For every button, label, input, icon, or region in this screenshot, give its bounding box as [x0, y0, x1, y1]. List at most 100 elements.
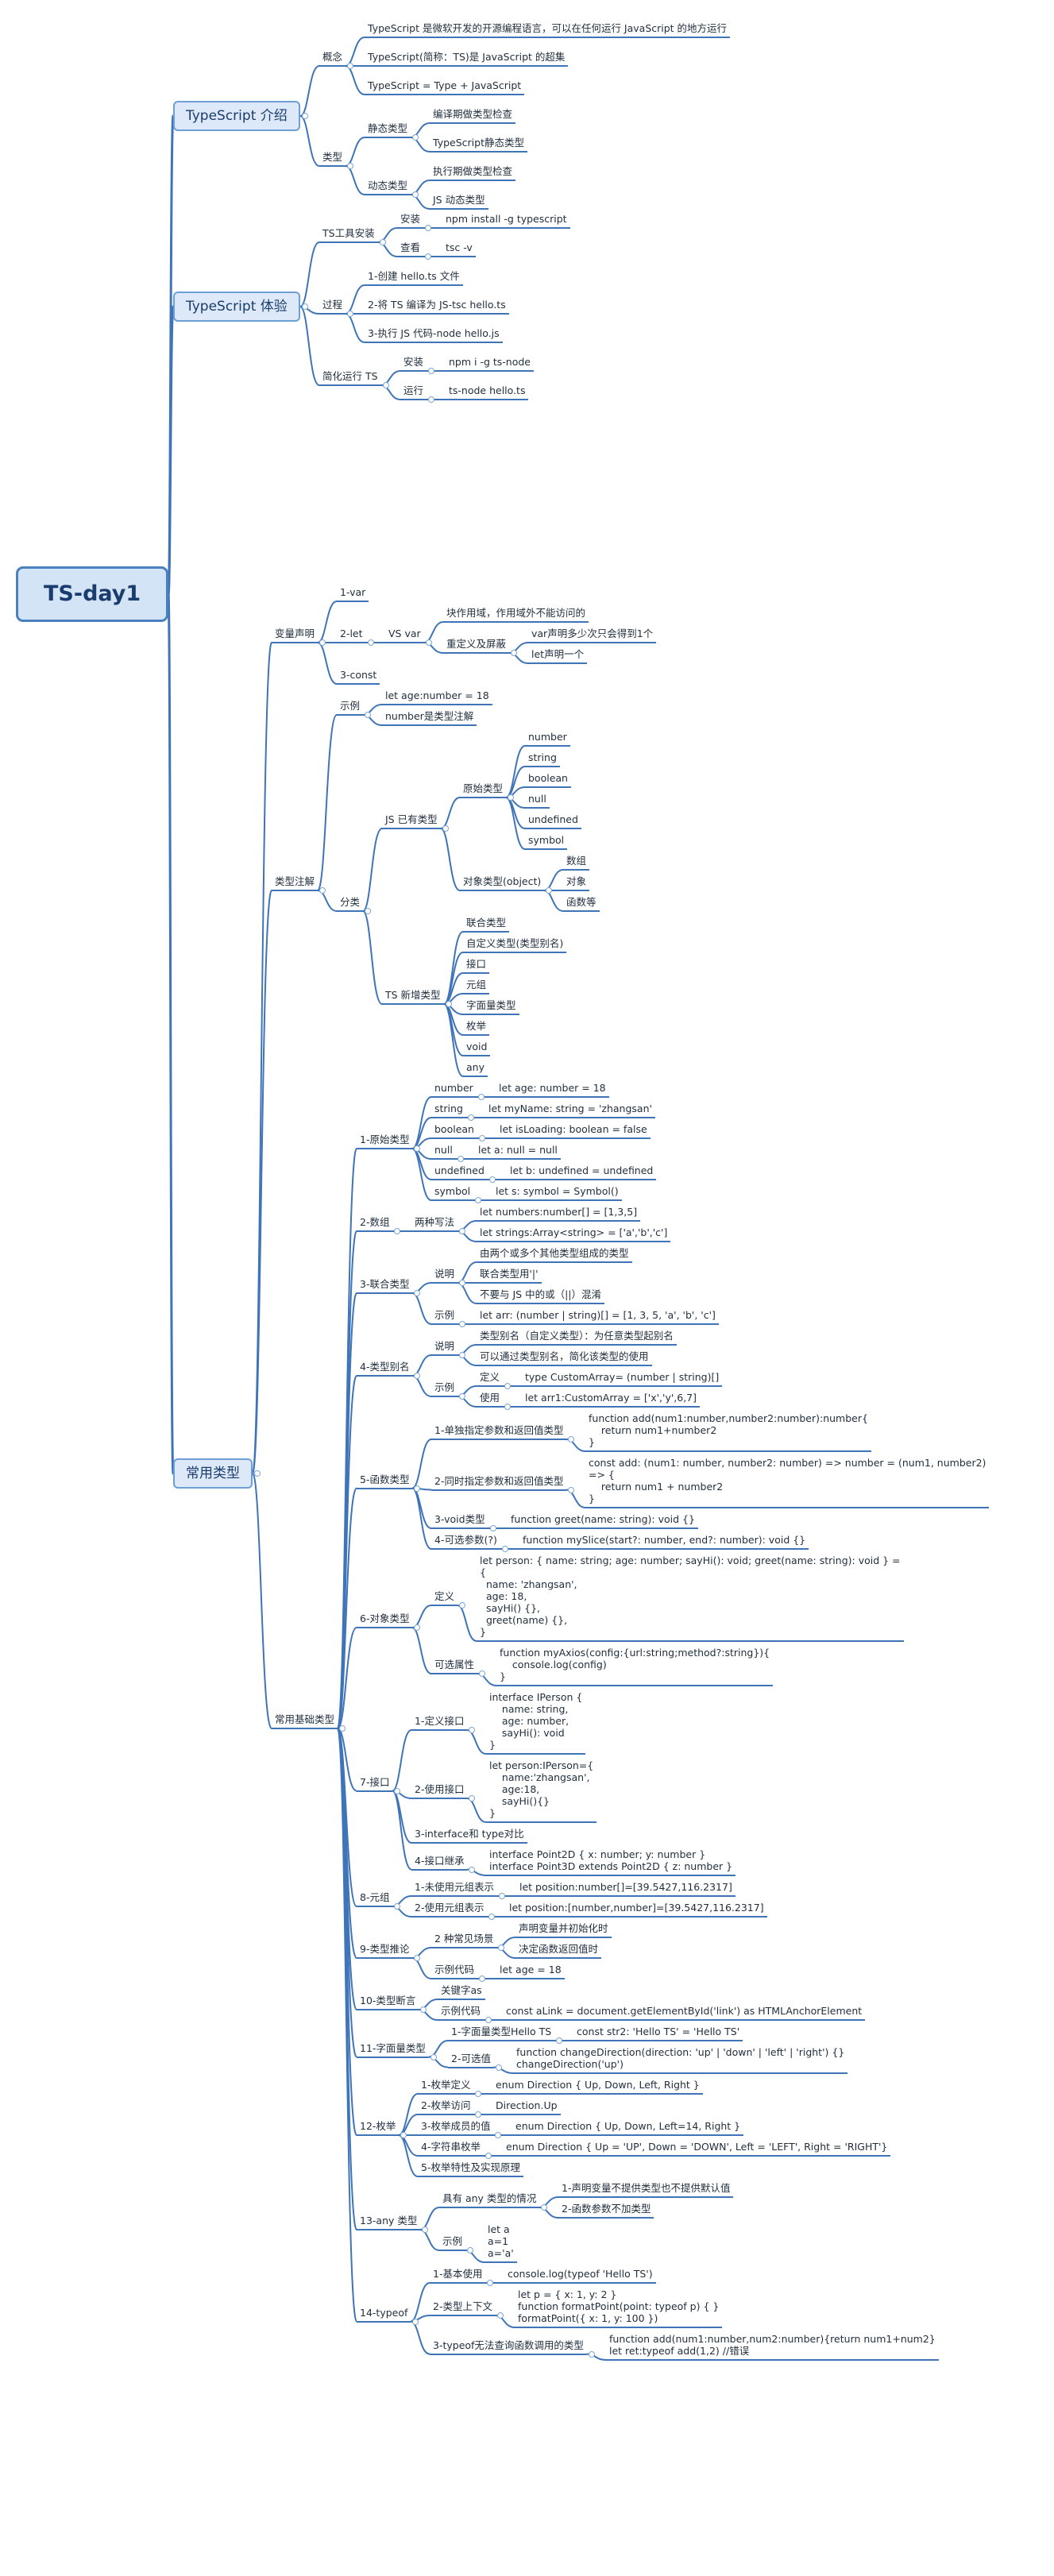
topic-1-单独指定参数和返回值类型[interactable]: 1-单独指定参数和返回值类型 [431, 1424, 567, 1440]
topic-3-联合类型[interactable]: 3-联合类型 [357, 1278, 413, 1294]
topic-let-arr1-customarray-x-y-6-7[interactable]: let arr1:CustomArray = ['x','y',6,7] [522, 1392, 701, 1408]
topic-类型别名-自定义类型-为任意类型起别名[interactable]: 类型别名（自定义类型）：为任意类型起别名 [477, 1330, 677, 1346]
collapse-toggle-icon[interactable] [568, 1436, 574, 1442]
topic-function-add-num1-number-number2-number-[interactable]: function add(num1:number,number2:number)… [585, 1412, 871, 1452]
topic-声明变量并初始化时[interactable]: 声明变量并初始化时 [515, 1922, 612, 1938]
topic-let-myname-string-zhangsan[interactable]: let myName: string = 'zhangsan' [485, 1103, 655, 1118]
collapse-toggle-icon[interactable] [498, 1945, 504, 1951]
topic-enum-direction-up-up-down-down-left-left[interactable]: enum Direction { Up = 'UP', Down = 'DOWN… [503, 2141, 891, 2157]
collapse-toggle-icon[interactable] [504, 1383, 511, 1389]
topic-let-age-number-18[interactable]: let age: number = 18 [496, 1082, 609, 1098]
topic-interface-iperson-name-string-age-number[interactable]: interface IPerson { name: string, age: n… [486, 1691, 586, 1755]
topic-function-changedirection-direction-up-do[interactable]: function changeDirection(direction: 'up'… [513, 2046, 848, 2074]
topic-undefined[interactable]: undefined [525, 813, 581, 829]
topic-let-a-a-1-a-a[interactable]: let a a=1 a='a' [485, 2223, 517, 2263]
topic-3-枚举成员的值[interactable]: 3-枚举成员的值 [418, 2120, 494, 2136]
topic-编译期做类型检查[interactable]: 编译期做类型检查 [430, 108, 516, 124]
topic-let-age-number-18[interactable]: let age:number = 18 [382, 689, 492, 705]
topic-1-字面量类型hello-ts[interactable]: 1-字面量类型Hello TS [448, 2026, 555, 2041]
collapse-toggle-icon[interactable] [414, 1145, 420, 1152]
collapse-toggle-icon[interactable] [365, 908, 371, 914]
topic-2-将-ts-编译为-js-tsc-hello-ts[interactable]: 2-将 TS 编译为 JS-tsc hello.ts [365, 299, 509, 315]
topic-let-isloading-boolean-false[interactable]: let isLoading: boolean = false [496, 1123, 651, 1139]
collapse-toggle-icon[interactable] [394, 1903, 400, 1910]
topic-4-类型别名[interactable]: 4-类型别名 [357, 1361, 413, 1377]
collapse-toggle-icon[interactable] [496, 2064, 502, 2071]
collapse-toggle-icon[interactable] [428, 368, 434, 374]
topic-7-接口[interactable]: 7-接口 [357, 1776, 393, 1792]
topic-1-未使用元组表示[interactable]: 1-未使用元组表示 [411, 1881, 497, 1897]
topic-11-字面量类型[interactable]: 11-字面量类型 [357, 2042, 429, 2058]
topic-string[interactable]: string [431, 1103, 466, 1118]
topic-静态类型[interactable]: 静态类型 [365, 122, 411, 138]
topic-示例代码[interactable]: 示例代码 [438, 2005, 485, 2021]
collapse-toggle-icon[interactable] [479, 1670, 485, 1677]
collapse-toggle-icon[interactable] [394, 1787, 400, 1794]
topic-enum-direction-up-down-left-right[interactable]: enum Direction { Up, Down, Left, Right } [492, 2079, 703, 2095]
topic-4-接口继承[interactable]: 4-接口继承 [411, 1855, 468, 1871]
collapse-toggle-icon[interactable] [428, 396, 434, 403]
collapse-toggle-icon[interactable] [485, 2017, 492, 2023]
topic-string[interactable]: string [525, 751, 560, 767]
topic-let-numbers-number-1-3-5[interactable]: let numbers:number[] = [1,3,5] [477, 1206, 641, 1222]
collapse-toggle-icon[interactable] [339, 1725, 346, 1732]
topic-2-let[interactable]: 2-let [337, 628, 366, 643]
topic-动态类型[interactable]: 动态类型 [365, 180, 411, 195]
collapse-toggle-icon[interactable] [502, 1546, 508, 1552]
topic-console-log-typeof-hello-ts[interactable]: console.log(typeof 'Hello TS') [504, 2268, 656, 2284]
topic-8-元组[interactable]: 8-元组 [357, 1891, 393, 1907]
topic-npm-install-g-typescript[interactable]: npm install -g typescript [442, 213, 570, 229]
topic-ts工具安装[interactable]: TS工具安装 [319, 227, 378, 243]
topic-const-add-num1-number-number2-number-num[interactable]: const add: (num1: number, number2: numbe… [585, 1457, 990, 1508]
topic-说明[interactable]: 说明 [431, 1340, 458, 1356]
topic-对象类型-object[interactable]: 对象类型(object) [460, 875, 545, 891]
collapse-toggle-icon[interactable] [478, 1094, 485, 1100]
collapse-toggle-icon[interactable] [426, 639, 432, 646]
collapse-toggle-icon[interactable] [475, 1197, 481, 1203]
topic-let-s-symbol-symbol[interactable]: let s: symbol = Symbol() [492, 1185, 622, 1201]
topic-类型[interactable]: 类型 [319, 151, 346, 167]
topic-undefined[interactable]: undefined [431, 1164, 488, 1180]
topic-let-strings-array-string-a-b-c[interactable]: let strings:Array<string> = ['a','b','c'… [477, 1226, 671, 1242]
topic-1-原始类型[interactable]: 1-原始类型 [357, 1134, 413, 1149]
topic-枚举[interactable]: 枚举 [463, 1020, 490, 1036]
topic-由两个或多个其他类型组成的类型[interactable]: 由两个或多个其他类型组成的类型 [477, 1247, 632, 1263]
topic-函数等[interactable]: 函数等 [563, 896, 600, 912]
topic-安装[interactable]: 安装 [397, 213, 424, 229]
topic-let-b-undefined-undefined[interactable]: let b: undefined = undefined [507, 1164, 657, 1180]
collapse-toggle-icon[interactable] [425, 253, 431, 260]
collapse-toggle-icon[interactable] [479, 1135, 485, 1141]
topic-示例[interactable]: 示例 [431, 1381, 458, 1397]
collapse-toggle-icon[interactable] [414, 1624, 420, 1631]
collapse-toggle-icon[interactable] [347, 311, 353, 317]
topic-2-使用元组表示[interactable]: 2-使用元组表示 [411, 1902, 488, 1918]
topic-具有-any-类型的情况[interactable]: 具有 any 类型的情况 [439, 2192, 540, 2208]
collapse-toggle-icon[interactable] [302, 303, 308, 310]
topic-let-position-number-39-5427-116-2317[interactable]: let position:number[]=[39.5427,116.2317] [516, 1881, 735, 1897]
topic-接口[interactable]: 接口 [463, 958, 490, 974]
topic-过程[interactable]: 过程 [319, 299, 346, 315]
main-topic-常用类型[interactable]: 常用类型 [173, 1458, 253, 1489]
collapse-toggle-icon[interactable] [319, 639, 326, 646]
topic-ts-新增类型[interactable]: TS 新增类型 [382, 989, 444, 1005]
topic-const-alink-document-getelementbyid-link[interactable]: const aLink = document.getElementById('l… [503, 2005, 866, 2021]
collapse-toggle-icon[interactable] [422, 2226, 428, 2233]
collapse-toggle-icon[interactable] [468, 1114, 474, 1121]
collapse-toggle-icon[interactable] [459, 1321, 465, 1327]
topic-变量声明[interactable]: 变量声明 [272, 628, 319, 643]
collapse-toggle-icon[interactable] [412, 134, 419, 141]
topic-安装[interactable]: 安装 [400, 356, 427, 372]
collapse-toggle-icon[interactable] [347, 63, 353, 69]
topic-数组[interactable]: 数组 [563, 855, 590, 871]
collapse-toggle-icon[interactable] [459, 1228, 465, 1234]
topic-6-对象类型[interactable]: 6-对象类型 [357, 1612, 413, 1628]
topic-关键字as[interactable]: 关键字as [438, 1984, 485, 2000]
topic-type-customarray-number-string[interactable]: type CustomArray= (number | string)[] [522, 1371, 723, 1387]
topic-symbol[interactable]: symbol [431, 1185, 474, 1201]
collapse-toggle-icon[interactable] [414, 1955, 420, 1961]
topic-js-动态类型[interactable]: JS 动态类型 [430, 194, 488, 210]
topic-1-创建-hello-ts-文件[interactable]: 1-创建 hello.ts 文件 [365, 270, 463, 286]
topic-对象[interactable]: 对象 [563, 875, 590, 891]
topic-enum-direction-up-down-left-14-right[interactable]: enum Direction { Up, Down, Left=14, Righ… [512, 2120, 744, 2136]
topic-let-arr-number-string-1-3-5-a-b-c[interactable]: let arr: (number | string)[] = [1, 3, 5,… [477, 1309, 719, 1325]
